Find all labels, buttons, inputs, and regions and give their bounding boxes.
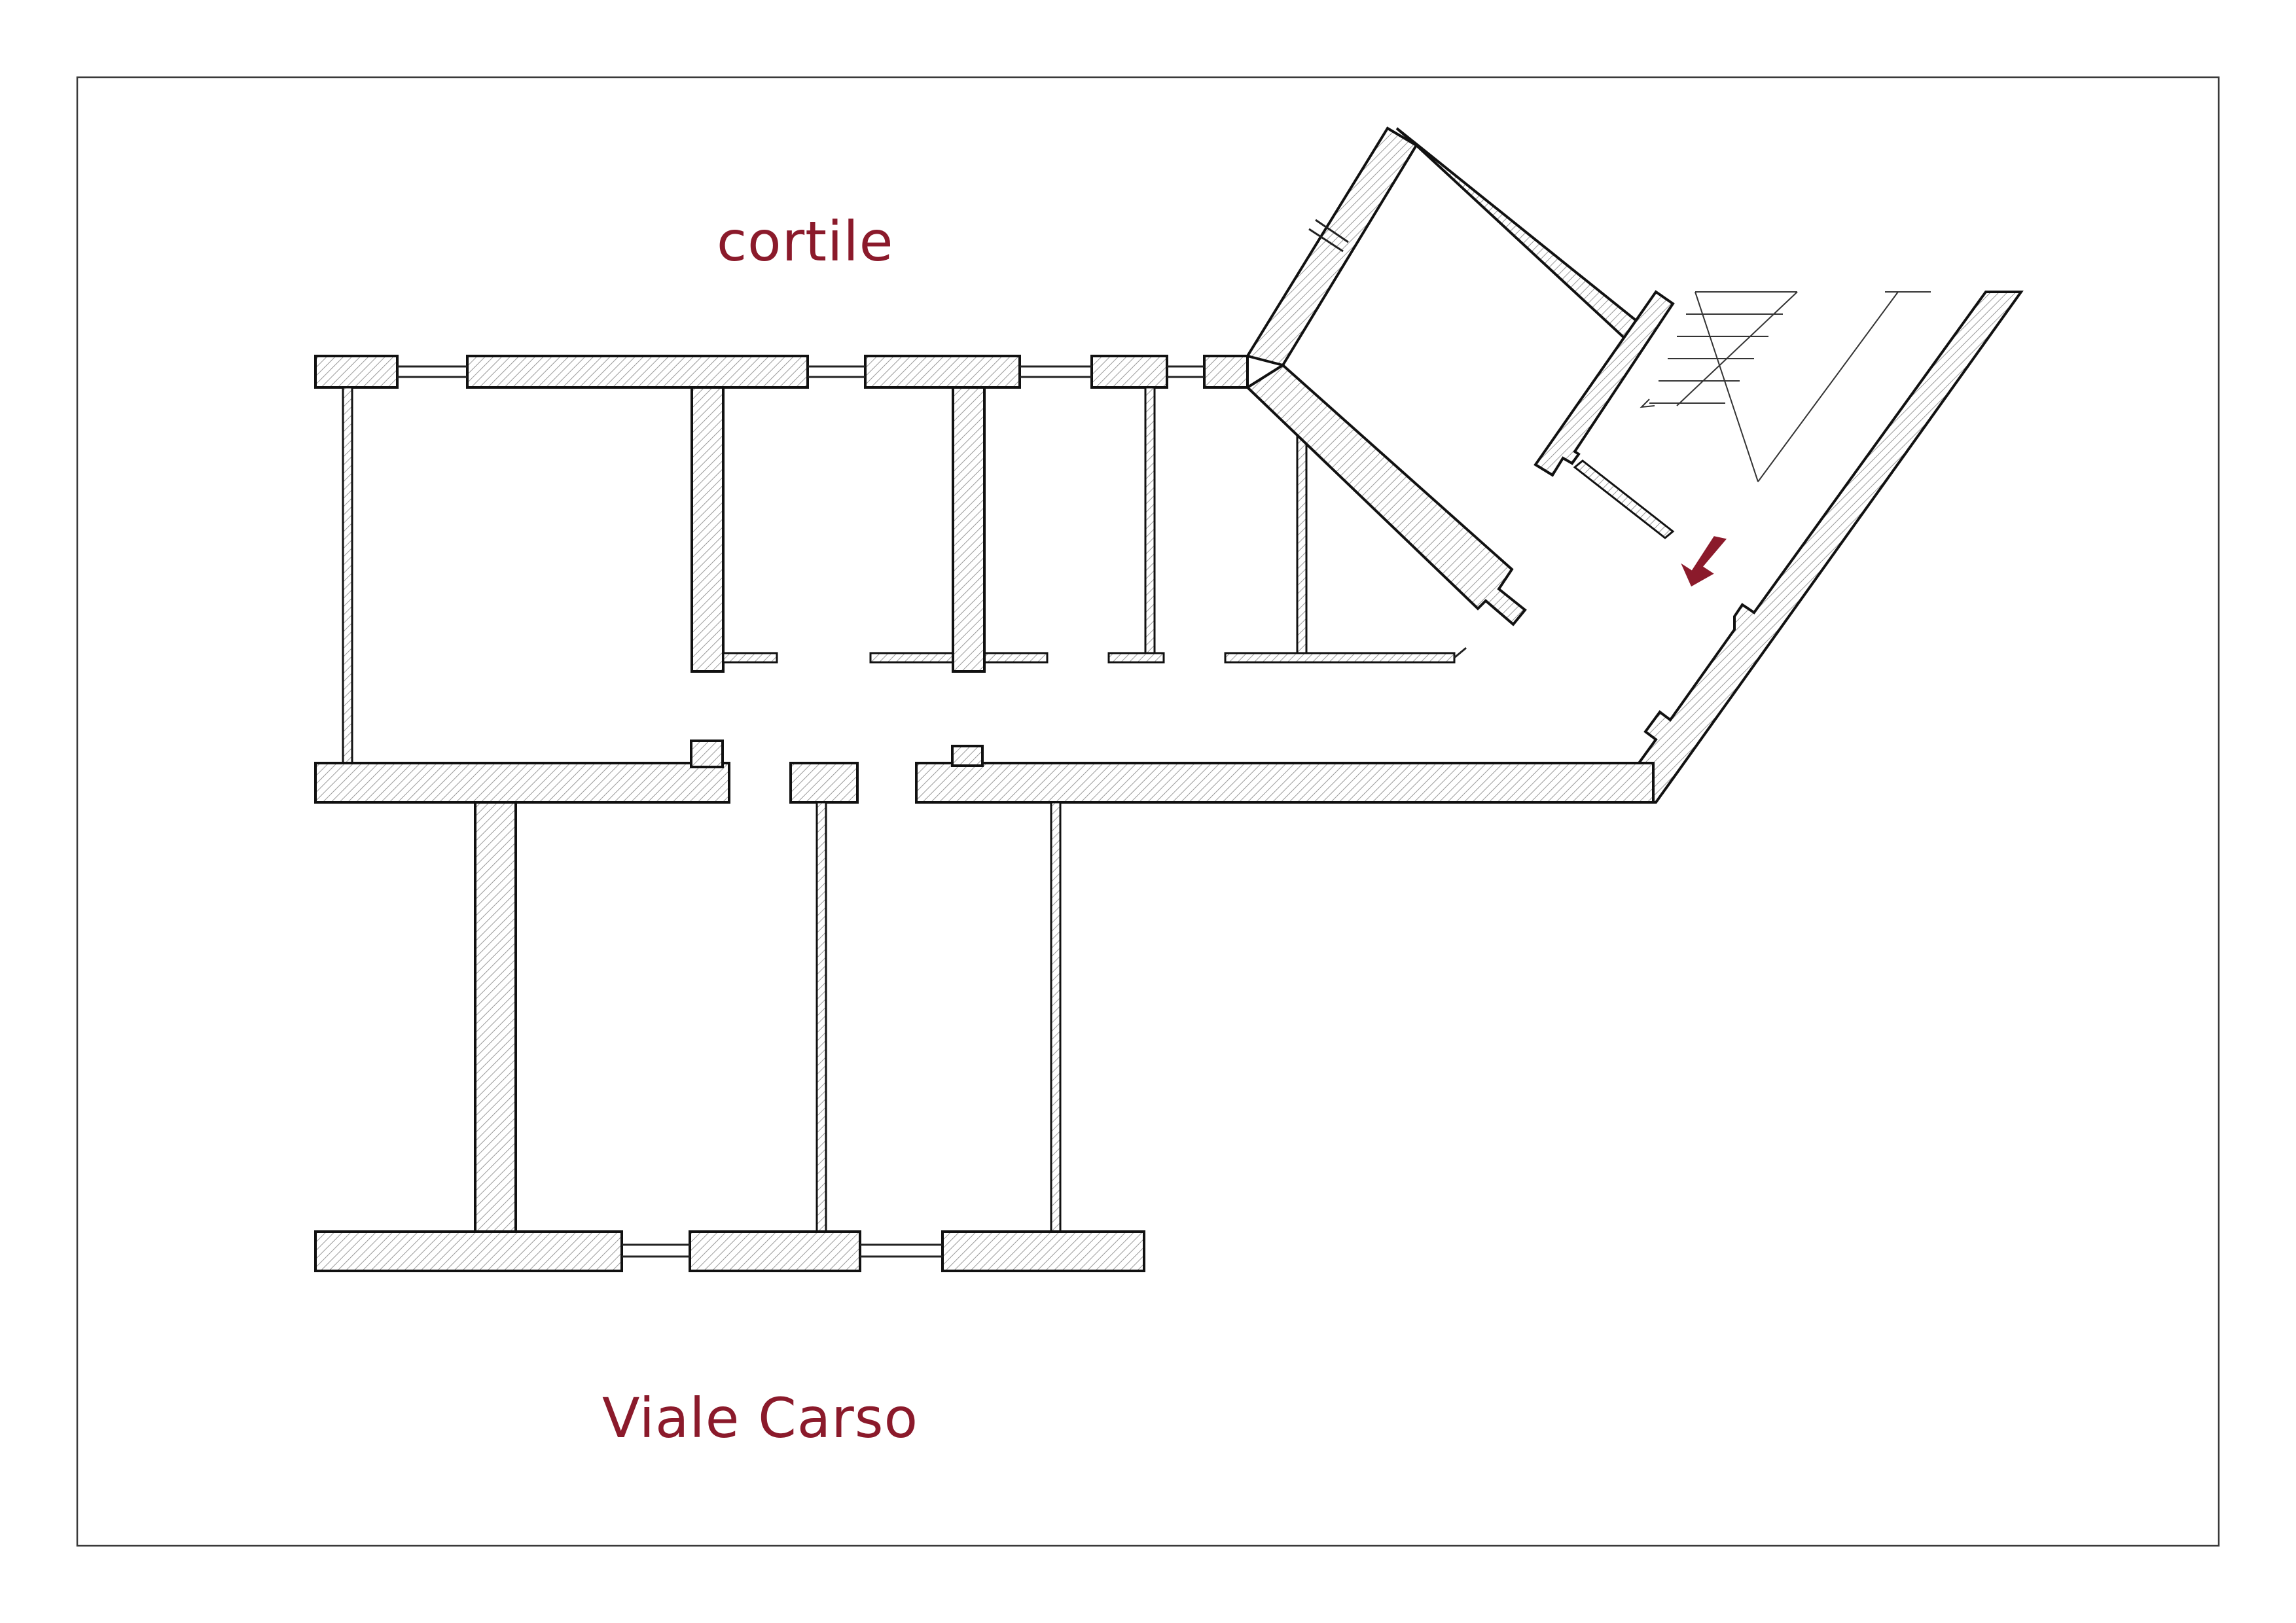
entrance-arrow-icon [1681, 536, 1727, 587]
courtyard-label: cortile [717, 209, 894, 274]
east-diagonal-wall [1636, 291, 2024, 804]
street-label: Viale Carso [602, 1386, 918, 1450]
stair-core [1534, 290, 1931, 539]
street-windows [622, 1243, 942, 1258]
stair-steps [1640, 291, 1931, 482]
corridor-north-wall [314, 740, 1655, 804]
page-frame [76, 76, 2220, 1547]
courtyard-windows [397, 365, 1204, 378]
bottom-wing-partitions [474, 801, 1062, 1236]
top-wing-left-wall [342, 386, 353, 764]
street-facade-wall [314, 1230, 1145, 1272]
diagonal-wing [1245, 126, 1645, 626]
top-wing-partitions [691, 386, 1467, 673]
courtyard-facade-wall [314, 355, 1249, 389]
